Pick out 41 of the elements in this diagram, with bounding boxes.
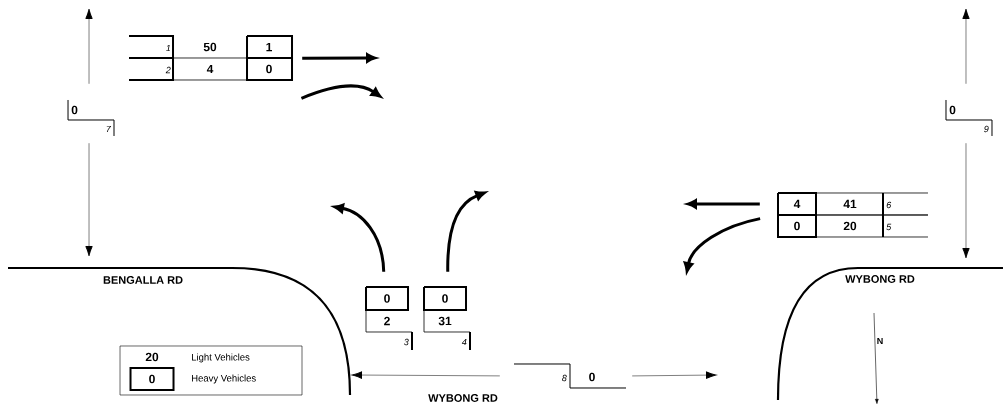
count-table: 2 4 0 bbox=[128, 57, 293, 81]
legend-text: Light Vehicles bbox=[192, 353, 250, 363]
node-label: 4 bbox=[206, 64, 214, 74]
arrow bbox=[302, 53, 377, 63]
arrow bbox=[351, 371, 501, 379]
legend-sample: 0 bbox=[129, 367, 175, 391]
node-label: 2 bbox=[384, 316, 390, 326]
arrow bbox=[85, 8, 93, 85]
arrow bbox=[686, 199, 760, 209]
count-table: 0 20 5 bbox=[777, 214, 929, 238]
arrow bbox=[962, 142, 970, 259]
count-table: 0 9 bbox=[945, 99, 993, 137]
node-label: 5 bbox=[886, 223, 892, 231]
count-table: 4 41 6 bbox=[777, 192, 929, 216]
arrow bbox=[333, 203, 386, 272]
count-table: 0 7 bbox=[67, 99, 115, 137]
node-label: 20 bbox=[843, 221, 857, 231]
node-label: 31 bbox=[438, 316, 452, 326]
node-label: 4 bbox=[461, 338, 467, 346]
node-label: 3 bbox=[404, 338, 409, 346]
node-label: 6 bbox=[886, 201, 892, 209]
node-label: 2 bbox=[165, 66, 171, 74]
legend-text: Heavy Vehicles bbox=[192, 374, 256, 384]
node-label: 1 bbox=[166, 44, 171, 52]
road-name: WYBONG RD bbox=[845, 275, 915, 283]
road-name: BENGALLA RD bbox=[103, 276, 183, 284]
legend-sample: 20 bbox=[145, 352, 159, 362]
arrow bbox=[300, 84, 382, 100]
node-label: 50 bbox=[203, 42, 217, 52]
arrow bbox=[631, 371, 717, 379]
count-table: 0 2 3 bbox=[365, 286, 413, 351]
road-name: WYBONG RD bbox=[428, 394, 498, 402]
arrow bbox=[446, 191, 486, 272]
north-label: N bbox=[877, 337, 883, 345]
count-table: 0 31 4 bbox=[423, 286, 471, 351]
count-table: 1 50 1 bbox=[128, 35, 293, 59]
arrow bbox=[683, 217, 761, 273]
count-table: 8 0 bbox=[513, 363, 627, 389]
node-label: 41 bbox=[843, 199, 857, 209]
arrow bbox=[962, 8, 970, 85]
arrow bbox=[85, 142, 93, 257]
